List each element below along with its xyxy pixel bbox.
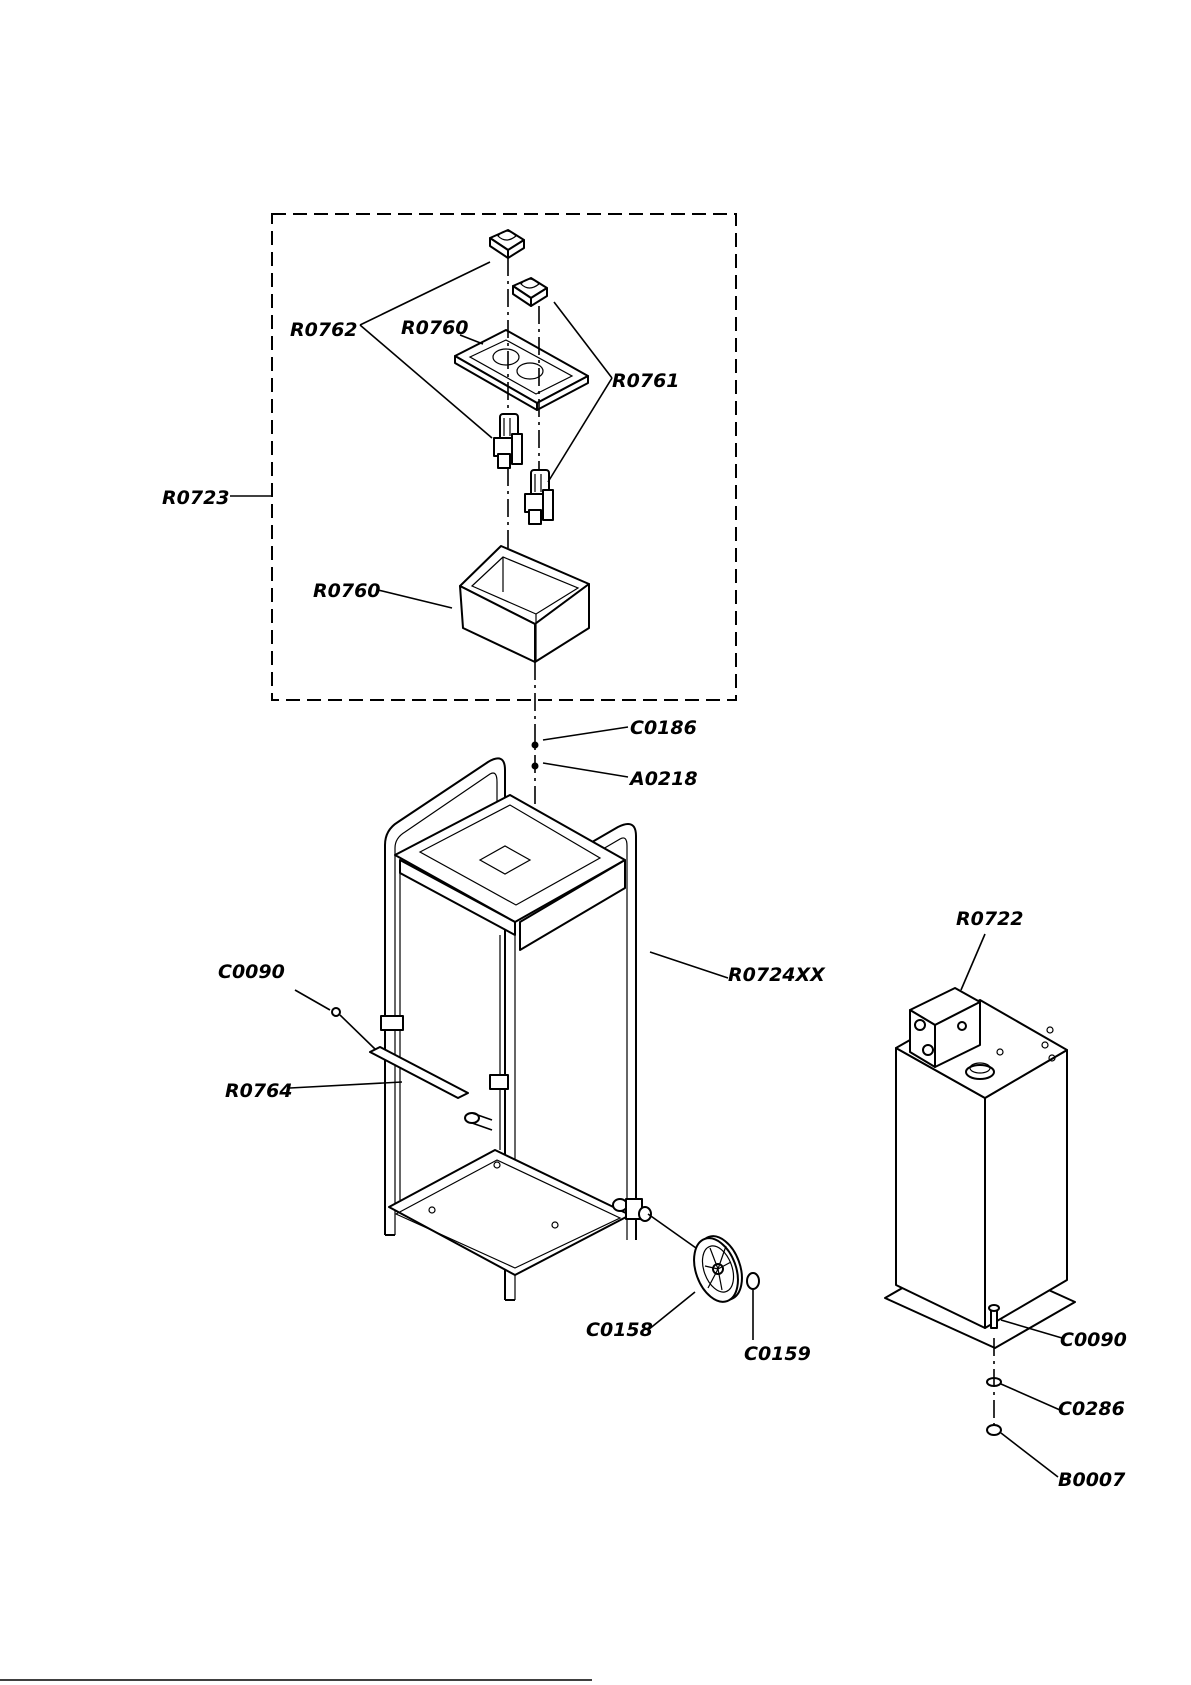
label-c0090-right: C0090: [1060, 1329, 1127, 1351]
switch-plate: [455, 330, 588, 410]
label-r0762: R0762: [290, 319, 358, 341]
switch-cap-upper: [490, 230, 524, 258]
label-r0760-plate: R0760: [401, 317, 469, 339]
switch-body-lower: [525, 470, 553, 524]
circlip: [747, 1273, 759, 1289]
label-b0007: B0007: [1058, 1469, 1126, 1491]
label-c0158: C0158: [586, 1319, 653, 1341]
label-c0090-left: C0090: [218, 961, 285, 983]
label-r0723: R0723: [162, 487, 230, 509]
label-a0218: A0218: [628, 768, 698, 790]
screw-c0186: [532, 742, 539, 749]
label-r0760-box: R0760: [313, 580, 381, 602]
wheel: [686, 1230, 750, 1308]
label-c0286: C0286: [1058, 1398, 1125, 1420]
trolley-frame: [381, 758, 696, 1300]
washer-a0218: [532, 763, 539, 770]
switch-box: [460, 546, 589, 662]
label-r0722: R0722: [956, 908, 1024, 930]
label-c0186: C0186: [630, 717, 697, 739]
battery-box: [885, 988, 1075, 1348]
label-r0761: R0761: [612, 370, 680, 392]
switch-cap-lower: [513, 278, 547, 306]
switch-body-upper: [494, 414, 522, 468]
label-r0724xx: R0724XX: [728, 964, 826, 986]
label-r0764: R0764: [225, 1080, 293, 1102]
label-c0159: C0159: [744, 1343, 811, 1365]
